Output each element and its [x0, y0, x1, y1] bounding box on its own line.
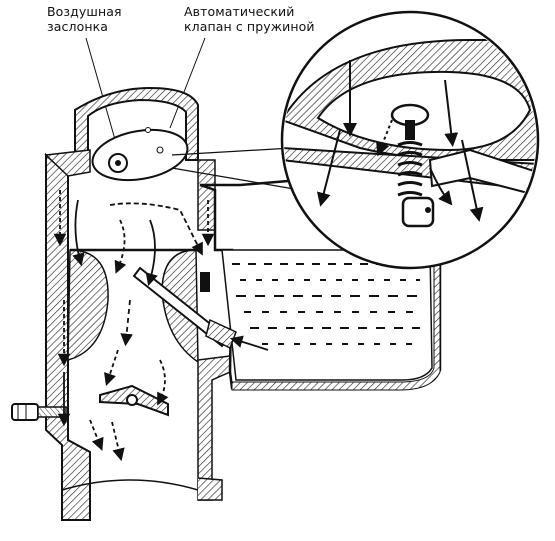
top-plate	[44, 149, 91, 177]
auto-valve-leader	[169, 37, 206, 129]
valve-detail-inset	[171, 10, 540, 270]
air-damper-label-line1: Воздушная	[47, 4, 122, 19]
auto-valve-label-line1: Автоматический	[184, 4, 295, 19]
idle-adjust-screw	[11, 403, 67, 421]
air-inlet-collar	[74, 86, 199, 161]
leader-lines	[85, 37, 206, 151]
auto-valve-label-line2: клапан с пружиной	[184, 19, 315, 34]
venturi-left	[67, 249, 109, 361]
right-wall	[197, 159, 216, 231]
air-damper-leader	[85, 37, 119, 151]
air-damper-label: Воздушная заслонка	[47, 4, 122, 34]
air-damper-label-line2: заслонка	[47, 19, 108, 34]
carburetor-body	[11, 86, 231, 521]
fuel-nozzle	[132, 266, 230, 348]
float-chamber	[132, 178, 442, 391]
spring-valve-detail	[390, 103, 435, 228]
auto-valve-label: Автоматический клапан с пружиной	[184, 4, 315, 34]
fuel-level-marks	[232, 263, 420, 345]
airflow-arrows	[53, 190, 269, 462]
